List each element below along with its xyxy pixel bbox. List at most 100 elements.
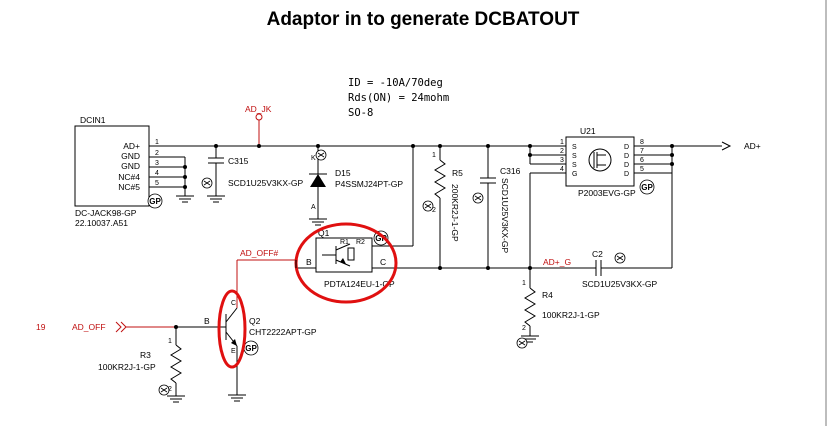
no-stuff-marker [516,337,528,349]
resistor-r4: 1 2 R4 100KR2J-1-GP [516,268,600,349]
d15-value: P4SSMJ24PT-GP [335,179,403,189]
u21-pin-2: 2 [560,148,564,155]
r4-pin2: 2 [522,325,526,332]
connector-ref: DCIN1 [80,115,106,125]
transistor-q2: B C E Q2 CHT2222APT-GP GP [176,300,317,402]
r3-ref: R3 [140,350,151,360]
ground-symbol [308,218,328,226]
u21-label-s2: S [572,153,577,160]
gp-marker-label: GP [149,197,161,206]
note-package: SO-8 [348,107,373,119]
gp-marker-label: GP [375,234,387,243]
c315-ref: C315 [228,156,249,166]
r5-pin2: 2 [432,207,436,214]
u21-pin-6: 6 [640,157,644,164]
r3-pin2: 2 [168,386,172,393]
net-label-ad-plus-g: AD+_G [543,257,571,267]
u21-pin-3: 3 [560,157,564,164]
net-ad-off: 19 AD_OFF [36,321,176,333]
no-stuff-marker [472,192,484,204]
u21-label-d8: D [624,144,629,151]
capacitor-c316: C316 SCD1U25V3KX-GP [472,146,521,268]
c316-ref: C316 [500,166,521,176]
note-current: ID = -10A/70deg [348,77,443,89]
connector-dcin1: DCIN1 AD+ GND GND NC#4 NC#5 1 2 3 4 5 DC… [74,115,195,228]
sheet-reference: 19 [36,322,46,332]
r3-pin1: 1 [168,338,172,345]
net-ad-jk: AD_JK [245,104,272,146]
d15-pin-k: K [311,155,316,162]
u21-label-g: G [572,171,577,178]
q1-r1-label: R1 [340,239,349,246]
connector-pin-label-1: AD+ [123,141,140,151]
q1-value: PDTA124EU-1-GP [324,279,395,289]
q2-pin-e: E [231,348,236,355]
c315-value: SCD1U25V3KX-GP [228,178,303,188]
junction-dots [174,144,674,329]
u21-label-d7: D [624,153,629,160]
u21-label-d5: D [624,171,629,178]
no-stuff-marker [201,177,213,189]
diode-d15: K A D15 P4SSMJ24PT-GP [308,146,403,226]
ground-symbol [227,394,247,402]
connector-pin-label-3: GND [121,161,140,171]
net-label-ad-off: AD_OFF [72,322,106,332]
u21-ref: U21 [580,126,596,136]
note-rdson: Rds(ON) = 24mohm [348,92,449,104]
connector-pin-num-1: 1 [155,139,159,146]
q1-r2-label: R2 [356,239,365,246]
connector-pin-num-5: 5 [155,180,159,187]
u21-pin-7: 7 [640,148,644,155]
d15-ref: D15 [335,168,351,178]
highlight-q2 [217,289,247,369]
net-label-ad-jk: AD_JK [245,104,272,114]
gp-marker-label: GP [641,183,653,192]
q2-pin-c: C [231,300,236,307]
connector-pin-num-3: 3 [155,160,159,167]
no-stuff-marker [158,384,170,396]
ground-symbol [206,195,226,203]
c316-value: SCD1U25V3KX-GP [500,178,510,253]
q1-pin-b: B [306,257,312,267]
mosfet-u21: U21 1 2 3 4 S S S G D D D D 8 7 6 5 P200… [529,126,673,268]
q1-pin-c: C [380,257,386,267]
capacitor-c2: C2 SCD1U25V3KX-GP [582,173,673,289]
u21-pin-4: 4 [560,166,564,173]
c2-value: SCD1U25V3KX-GP [582,279,657,289]
u21-label-s1: S [572,144,577,151]
resistor-r3: 1 2 R3 100KR2J-1-GP [98,327,186,403]
gp-marker-label: GP [245,344,257,353]
r5-ref: R5 [452,168,463,178]
q2-value: CHT2222APT-GP [249,327,317,337]
r4-value: 100KR2J-1-GP [542,310,600,320]
ground-symbol [175,195,195,203]
transistor-q1: Q1 R1 R2 B C E PDTA124EU-1-GP GP [296,228,395,289]
no-stuff-marker [315,149,327,161]
u21-label-d6: D [624,162,629,169]
net-label-ad-plus: AD+ [744,141,761,151]
q2-ref: Q2 [249,316,261,326]
connector-pin-label-4: NC#4 [118,172,140,182]
r4-pin1: 1 [522,280,526,287]
connector-pin-num-2: 2 [155,150,159,157]
u21-pin-5: 5 [640,166,644,173]
u21-pin-1: 1 [560,139,564,146]
connector-pin-label-2: GND [121,151,140,161]
ground-symbol [166,395,186,403]
q2-pin-b: B [204,316,210,326]
no-stuff-marker [422,200,434,212]
r5-pin1: 1 [432,152,436,159]
connector-part: DC-JACK98-GP [75,208,137,218]
r5-value: 200KR2J-1-GP [450,184,460,242]
connector-part-number: 22.10037.A51 [75,218,128,228]
r4-ref: R4 [542,290,553,300]
connector-pin-num-4: 4 [155,170,159,177]
u21-label-s3: S [572,162,577,169]
no-stuff-marker [614,252,626,264]
resistor-r5: 1 2 R5 200KR2J-1-GP [422,146,463,268]
r3-value: 100KR2J-1-GP [98,362,156,372]
u21-value: P2003EVG-GP [578,188,636,198]
diagram-title: Adaptor in to generate DCBATOUT [267,9,580,30]
c2-ref: C2 [592,249,603,259]
capacitor-c315: C315 SCD1U25V3KX-GP [201,146,303,203]
